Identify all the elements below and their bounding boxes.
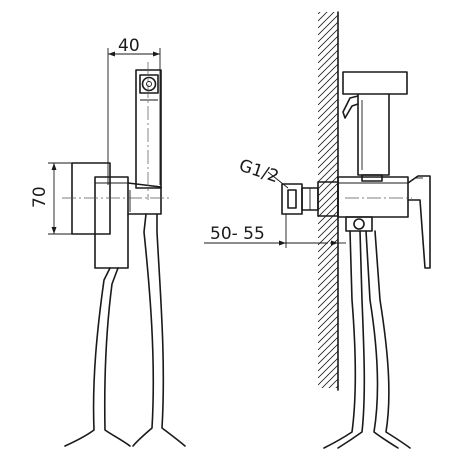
wall-hatch-line [318, 294, 338, 316]
wall-hatch-line [318, 336, 338, 358]
wall-hatch-line [318, 119, 338, 141]
wall-hatch-line [318, 133, 338, 155]
wall-hatch-line [318, 42, 338, 64]
wall-hatch-line [318, 315, 338, 337]
wall-hatch-line [318, 21, 338, 43]
wall-hatch-line [318, 273, 338, 295]
wall-hatch-line [318, 322, 338, 344]
depth-dimension-label: 50- 55 [210, 224, 265, 244]
wall-hatch-line [318, 12, 335, 29]
wall-hatch-line [318, 14, 338, 36]
wall-hatch-line [318, 35, 338, 57]
wall-hatch-line [318, 168, 338, 190]
front-view: 40 70 [30, 36, 186, 447]
wall-hatch-line [318, 280, 338, 302]
wall-hatch-line [318, 98, 338, 120]
wall-hatch-line [335, 385, 338, 388]
wall-hatch-line [318, 259, 338, 281]
wall-hatch-line [318, 126, 338, 148]
wall-hatch-line [318, 400, 338, 420]
wall-hatch-line [318, 63, 338, 85]
wall-hatch-line [318, 140, 338, 162]
wall-hatch-line [318, 224, 338, 246]
wall-hatch-line [318, 414, 338, 434]
side-view: G1/2 50- 55 [204, 0, 431, 449]
thread-fitting: G1/2 [236, 156, 339, 217]
wall-hatch-line [318, 91, 338, 113]
wall-hatch-line [318, 84, 338, 106]
wall-hatch-line [318, 393, 338, 413]
wall-hatch-line [318, 56, 338, 78]
wall-section [318, 0, 339, 434]
wall-hatch-line [318, 357, 338, 379]
wall-hatch-line [318, 231, 338, 253]
hose-side [323, 230, 411, 449]
wall-hatch-line [318, 0, 338, 7]
width-dimension: 40 [107, 36, 161, 185]
wall-hatch-line [318, 112, 338, 134]
wall-hatch-line [318, 189, 338, 211]
wall-hatch-line [318, 105, 338, 127]
hand-shower-side [342, 71, 408, 182]
wall-hatch-line [318, 287, 338, 309]
wall-hatch-line [318, 182, 338, 204]
height-dimension: 70 [30, 162, 108, 235]
wall-hatch-line [318, 49, 338, 71]
wall-hatch-line [318, 364, 338, 386]
wall-hatch-line [318, 252, 338, 274]
wall-hatch-line [318, 301, 338, 323]
wall-hatch-line [318, 266, 338, 288]
wall-hatch-line [318, 12, 328, 22]
wall-hatch-line [321, 371, 338, 388]
wall-hatch-line [318, 329, 338, 351]
thread-label: G1/2 [236, 156, 281, 188]
wall-hatch-line [318, 217, 338, 239]
wall-hatch-line [318, 175, 338, 197]
wall-hatch-line [318, 28, 338, 50]
wall-hatch-line [318, 196, 338, 218]
wall-hatch-line [318, 407, 338, 427]
wall-hatch-line [318, 203, 338, 225]
hose-connector-side [345, 216, 373, 232]
hand-shower-front [135, 69, 162, 189]
height-dimension-label: 70 [30, 186, 50, 208]
valve-body-side [337, 175, 431, 269]
wall-hatch-line [318, 350, 338, 372]
depth-dimension: 50- 55 [204, 214, 346, 248]
wall-hatch-line [318, 308, 338, 330]
wall-hatch-line [318, 154, 338, 176]
wall-hatch-line [328, 378, 338, 388]
wall-hatch-line [318, 70, 338, 92]
hose-front [64, 213, 186, 447]
wall-hatch-line [318, 245, 338, 267]
wall-hatch-line [318, 12, 321, 15]
wall-hatch-line [318, 147, 338, 169]
width-dimension-label: 40 [118, 36, 140, 56]
wall-plate [71, 162, 111, 235]
wall-hatch-line [318, 161, 338, 183]
wall-hatch-line [318, 210, 338, 232]
valve-body-front [94, 176, 162, 269]
wall-hatch-line [318, 343, 338, 365]
wall-hatch-line [318, 77, 338, 99]
